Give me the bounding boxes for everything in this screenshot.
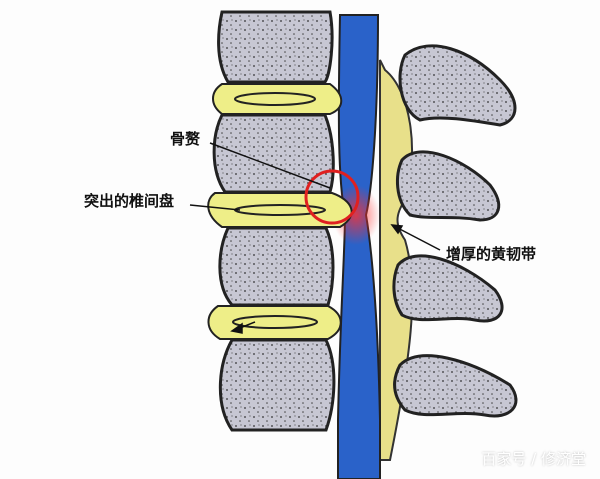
spinal-canal: [337, 14, 381, 479]
label-thickened-ligament: 增厚的黄韧带: [446, 245, 537, 263]
vertebral-bodies: [212, 10, 336, 432]
watermark: 百家号 / 修济堂: [481, 450, 586, 468]
label-bone-spur: 骨赘: [170, 130, 201, 148]
pointer-lines: [189, 142, 441, 334]
spinous-processes: [392, 44, 518, 418]
label-herniated-disc: 突出的椎间盘: [84, 192, 175, 210]
bone-spur-highlight-circle: [304, 169, 360, 225]
